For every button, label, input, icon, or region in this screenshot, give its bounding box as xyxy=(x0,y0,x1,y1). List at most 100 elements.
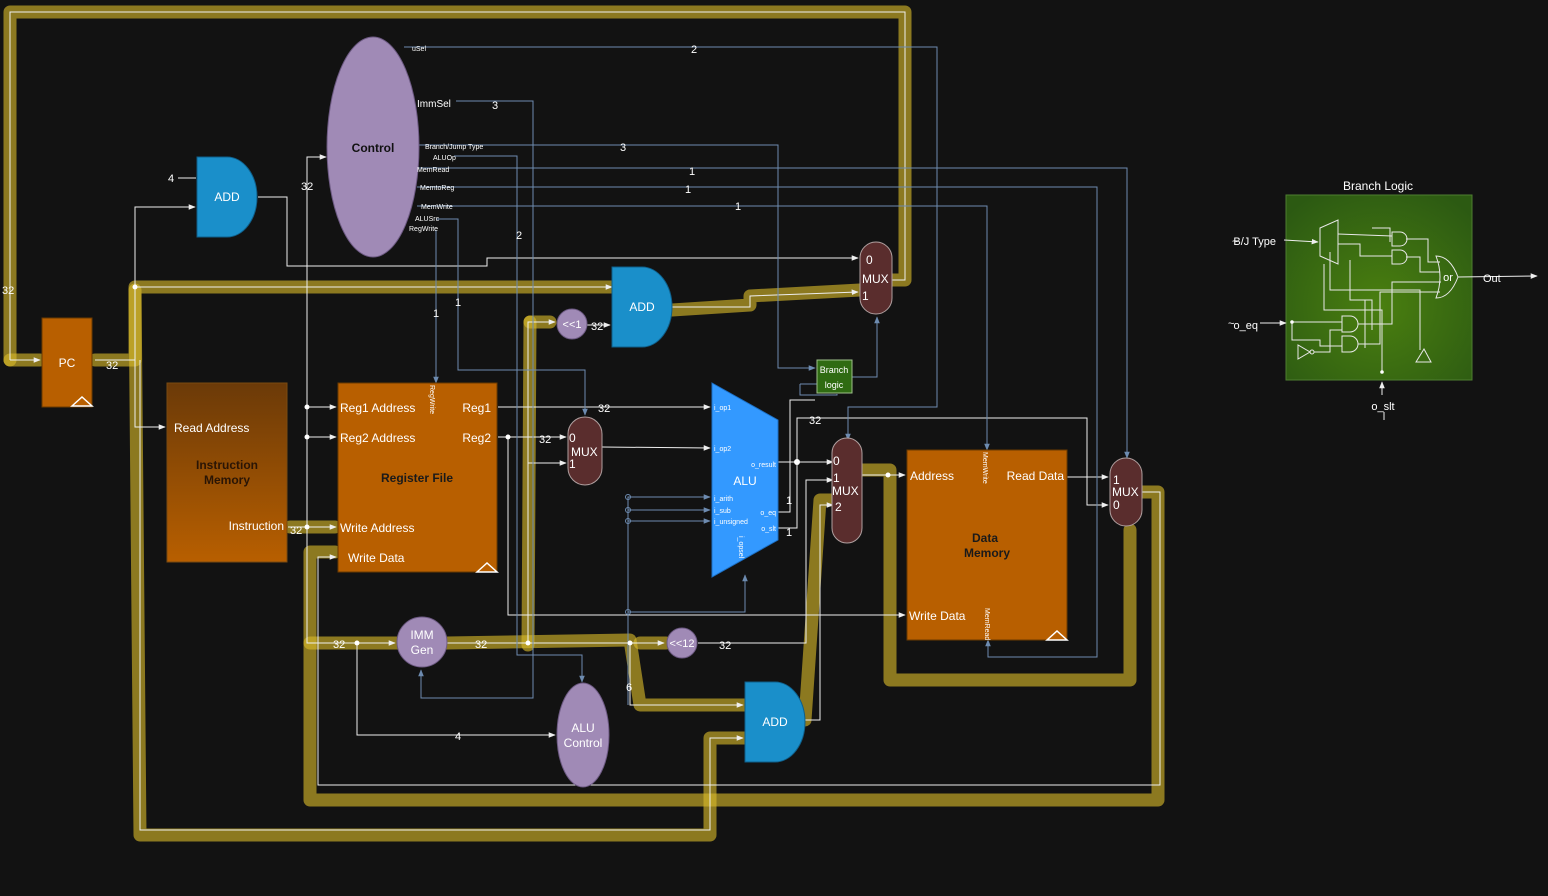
svg-text:32: 32 xyxy=(591,321,603,333)
svg-text:Gen: Gen xyxy=(411,643,434,657)
register-file: Reg1 Address Reg2 Address Write Address … xyxy=(337,382,499,573)
white-wires xyxy=(9,11,1161,831)
imem-title-1: Instruction xyxy=(196,458,258,472)
svg-text:1: 1 xyxy=(833,471,840,485)
svg-text:2: 2 xyxy=(835,500,842,514)
o-eq-input: o_eq xyxy=(1234,320,1258,332)
alu-title: ALU xyxy=(733,474,756,488)
reg2-address-port: Reg2 Address xyxy=(340,431,415,445)
svg-text:<<1: <<1 xyxy=(563,319,582,331)
svg-text:3: 3 xyxy=(492,100,498,112)
branch-out: Out xyxy=(1483,273,1501,285)
or-gate-label: or xyxy=(1443,272,1453,284)
svg-text:IMM: IMM xyxy=(410,628,433,642)
svg-text:Branch: Branch xyxy=(820,365,849,375)
svg-text:32: 32 xyxy=(475,639,487,651)
svg-text:1: 1 xyxy=(862,289,869,303)
branch-adder-label: ADD xyxy=(629,300,655,314)
svg-text:Control: Control xyxy=(564,736,603,750)
svg-text:32: 32 xyxy=(719,640,731,652)
svg-text:4: 4 xyxy=(455,731,461,743)
svg-text:ALU: ALU xyxy=(571,721,594,735)
svg-text:32: 32 xyxy=(301,181,313,193)
regfile-title: Register File xyxy=(381,471,453,485)
svg-text:MUX: MUX xyxy=(862,272,889,286)
control-usel: uSel xyxy=(412,46,426,53)
address-mux: 0 1 MUX 2 xyxy=(831,437,863,544)
reg1-port: Reg1 xyxy=(462,401,491,415)
svg-text:Data: Data xyxy=(972,531,998,545)
instruction-memory: Read Address Instruction Memory Instruct… xyxy=(166,382,288,563)
upper-adder: ADD xyxy=(744,681,806,763)
branch-logic-detail: Branch Logic xyxy=(1228,179,1538,420)
pc-mux: 0 MUX 1 xyxy=(859,241,893,315)
instruction-port: Instruction xyxy=(229,519,284,533)
alu-control: ALU Control xyxy=(556,682,610,788)
control-immsel: ImmSel xyxy=(417,99,451,110)
svg-text:0: 0 xyxy=(569,431,576,445)
svg-text:32: 32 xyxy=(539,434,551,446)
svg-text:MemWrite: MemWrite xyxy=(981,452,988,484)
svg-text:i_op1: i_op1 xyxy=(714,405,731,412)
control-wires xyxy=(404,46,1130,705)
o-slt-input: o_slt xyxy=(1371,401,1394,413)
svg-text:Read Data: Read Data xyxy=(1007,469,1065,483)
svg-text:6: 6 xyxy=(626,682,632,694)
svg-text:1: 1 xyxy=(786,495,792,507)
control-aluop: ALUOp xyxy=(433,155,456,162)
svg-text:32: 32 xyxy=(809,415,821,427)
wire-labels: 4 32 32 32 32 32 32 32 32 32 32 32 4 6 2… xyxy=(2,44,821,743)
alu-src-mux: 0 MUX 1 xyxy=(567,416,603,486)
shift-left-1: <<1 xyxy=(556,308,588,340)
svg-text:1: 1 xyxy=(455,297,461,309)
upper-adder-label: ADD xyxy=(762,715,788,729)
control-unit: Control uSel ImmSel Branch/Jump Type ALU… xyxy=(326,36,483,258)
svg-text:MemRead: MemRead xyxy=(983,608,990,640)
writeback-mux: 1 MUX 0 xyxy=(1109,457,1143,527)
svg-text:0: 0 xyxy=(866,253,873,267)
svg-text:o_eq: o_eq xyxy=(760,510,776,517)
shift-left-12: <<12 xyxy=(666,627,698,659)
imem-title-2: Memory xyxy=(204,473,250,487)
read-address-port: Read Address xyxy=(174,421,249,435)
control-alusrc: ALUSrc xyxy=(415,216,440,223)
write-address-port: Write Address xyxy=(340,521,414,535)
svg-text:2: 2 xyxy=(516,230,522,242)
imm-gen: IMM Gen xyxy=(396,616,448,668)
svg-text:1: 1 xyxy=(433,308,439,320)
svg-text:i_opsel: i_opsel xyxy=(737,536,744,559)
svg-text:i_sub: i_sub xyxy=(714,508,731,515)
svg-text:1: 1 xyxy=(1113,473,1120,487)
control-regwrite: RegWrite xyxy=(409,226,438,233)
open-junctions xyxy=(625,494,631,615)
pc-adder-label: ADD xyxy=(214,190,240,204)
svg-text:0: 0 xyxy=(833,454,840,468)
svg-text:4: 4 xyxy=(168,173,174,185)
svg-text:32: 32 xyxy=(290,525,302,537)
data-memory: Address Read Data Write Data Data Memory… xyxy=(906,449,1069,641)
svg-text:2: 2 xyxy=(691,44,697,56)
control-bj-type: Branch/Jump Type xyxy=(425,144,483,151)
svg-text:32: 32 xyxy=(2,285,14,297)
clock-icon xyxy=(1045,629,1069,641)
svg-text:1: 1 xyxy=(569,457,576,471)
regfile-regwrite-port: RegWrite xyxy=(428,385,435,414)
clock-icon xyxy=(70,395,94,407)
svg-text:1: 1 xyxy=(786,527,792,539)
svg-text:i_arith: i_arith xyxy=(714,496,733,503)
svg-text:MUX: MUX xyxy=(571,445,598,459)
svg-text:1: 1 xyxy=(685,184,691,196)
svg-text:logic: logic xyxy=(825,380,844,390)
svg-text:Address: Address xyxy=(910,469,954,483)
branch-logic-unit: Branch logic xyxy=(816,359,853,394)
svg-text:32: 32 xyxy=(333,639,345,651)
svg-text:32: 32 xyxy=(598,403,610,415)
write-data-port: Write Data xyxy=(348,551,405,565)
svg-text:o_result: o_result xyxy=(751,462,776,469)
reg2-port: Reg2 xyxy=(462,431,491,445)
control-memread: MemRead xyxy=(417,167,449,174)
branch-adder: ADD xyxy=(611,266,673,348)
svg-text:1: 1 xyxy=(689,166,695,178)
svg-text:~: ~ xyxy=(1232,236,1238,248)
